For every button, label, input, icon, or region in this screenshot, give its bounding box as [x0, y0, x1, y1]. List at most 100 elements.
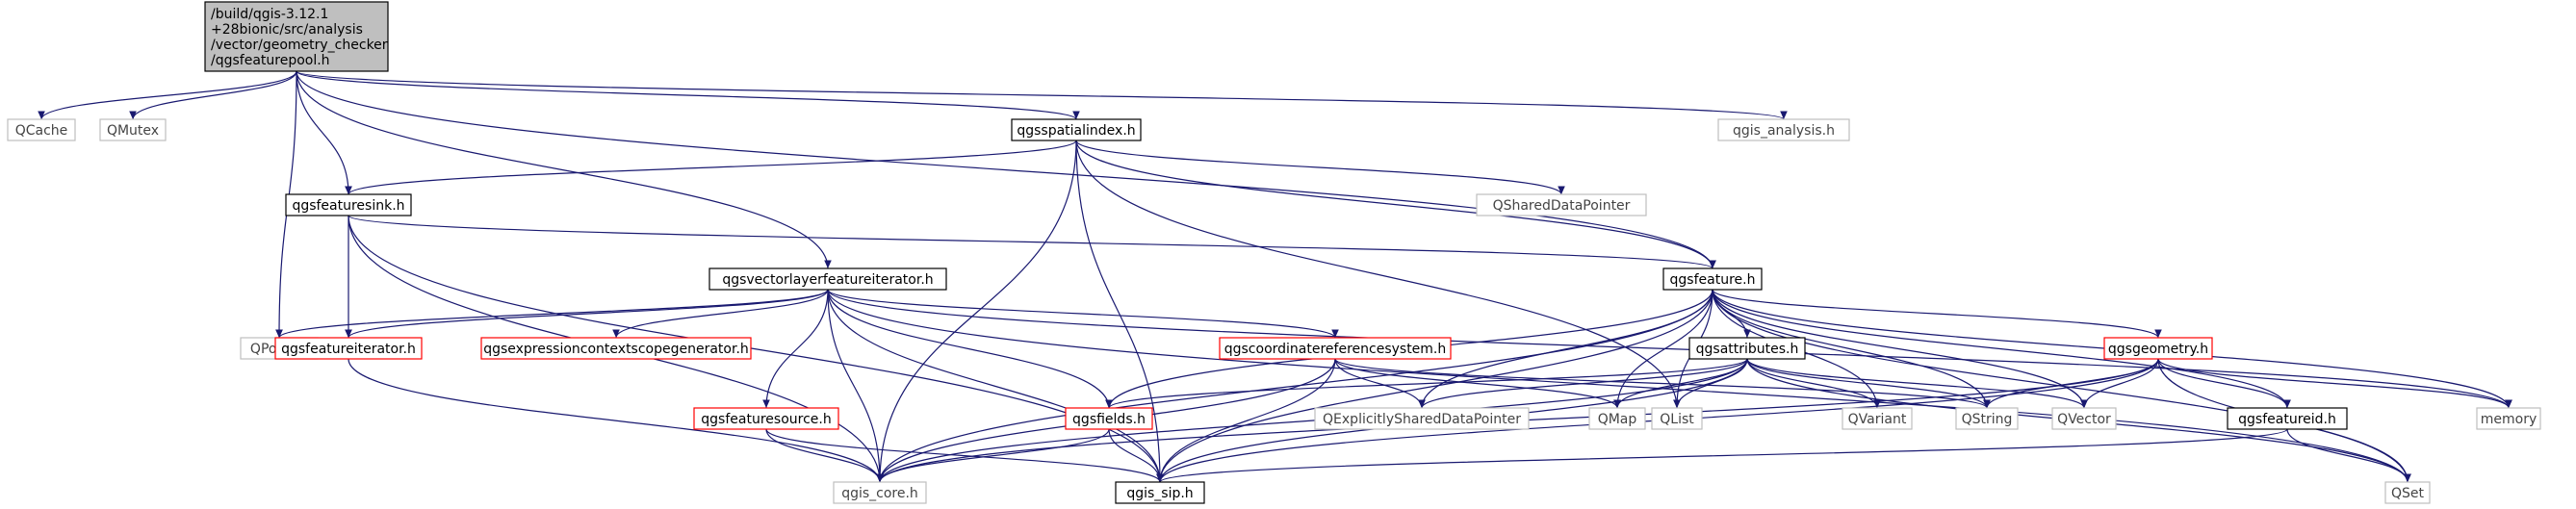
edge-qgsvectorlayerfeatureiterator-to-qgis_core [827, 289, 884, 483]
node-qgsfields[interactable]: qgsfields.h [1065, 407, 1153, 430]
node-qstring[interactable]: QString [1955, 407, 2019, 430]
edge-qgsspatialindex-to-qshareddatapointer [1075, 140, 1565, 195]
node-label: /build/qgis-3.12.1 [211, 7, 328, 22]
edge-qgsspatialindex-to-qlist [1075, 140, 1681, 409]
node-label: qgis_analysis.h [1733, 123, 1835, 139]
edge-qgscoordinatereferencesystem-to-qstring [1334, 358, 1991, 409]
node-qgsspatialindex[interactable]: qgsspatialindex.h [1011, 118, 1142, 141]
edge-qgsfeature-to-qgis_sip [1156, 289, 1713, 483]
node-label: +28bionic/src/analysis [211, 22, 363, 38]
edge-qgscoordinatereferencesystem-to-qexplicitlyshareddatapointer [1334, 358, 1426, 409]
edge-qgsfeaturesink-to-qgsfeature [348, 215, 1716, 269]
node-qshareddatapointer[interactable]: QSharedDataPointer [1476, 193, 1647, 216]
node-box [1588, 407, 1646, 430]
node-qvariant[interactable]: QVariant [1842, 407, 1913, 430]
node-qgsfeatureid[interactable]: qgsfeatureid.h [2227, 407, 2348, 430]
node-label: QString [1962, 412, 2013, 427]
node-qmap[interactable]: QMap [1588, 407, 1646, 430]
node-box [1065, 407, 1153, 430]
node-label: /qgsfeaturepool.h [211, 53, 330, 68]
node-box [1688, 337, 1806, 360]
node-box [285, 193, 412, 216]
edge-qgsfeatureid-to-qgis_sip [1156, 428, 2288, 483]
node-label: qgsfeatureiterator.h [281, 342, 416, 357]
node-label: qgsfeaturesink.h [292, 198, 404, 214]
node-label: QCache [15, 123, 68, 139]
edge-qgsvectorlayerfeatureiterator-to-qset [827, 289, 2411, 483]
node-qcache[interactable]: QCache [7, 118, 76, 141]
node-qgsfeaturesource[interactable]: qgsfeaturesource.h [693, 407, 839, 430]
node-qgsfeaturesink[interactable]: qgsfeaturesink.h [285, 193, 412, 216]
edge-qgsfeatureiterator-to-qgis_core [348, 358, 884, 483]
node-box [7, 118, 76, 141]
dependency-edges [38, 70, 2512, 483]
node-box [1662, 267, 1763, 291]
edge-root-to-qgis_analysis [296, 70, 1788, 120]
node-memory[interactable]: memory [2476, 407, 2541, 430]
node-qgis-core[interactable]: qgis_core.h [833, 481, 927, 504]
edge-qgsfeaturesource-to-qgis_sip [765, 428, 1164, 483]
node-box [1955, 407, 2019, 430]
edge-qgsfeature-to-qgsfeatureid [1712, 289, 2291, 409]
node-box [2476, 407, 2541, 430]
node-label: qgsfields.h [1072, 412, 1146, 427]
edge-qgsvectorlayerfeatureiterator-to-qgsfeatureiterator [345, 289, 829, 339]
node-label: qgsfeatureid.h [2238, 412, 2336, 427]
node-box [1476, 193, 1647, 216]
node-qexplicitlyshareddatapointer[interactable]: QExplicitlySharedDataPointer [1314, 407, 1530, 430]
edge-qgsfeature-to-qmap [1613, 289, 1713, 409]
node-label: qgis_core.h [841, 486, 918, 501]
node-root[interactable]: /build/qgis-3.12.1+28bionic/src/analysis… [204, 1, 389, 72]
edge-qgsvectorlayerfeatureiterator-to-qpointer [275, 289, 829, 339]
node-box [480, 337, 752, 360]
node-qgis-analysis[interactable]: qgis_analysis.h [1717, 118, 1850, 141]
edge-qgsspatialindex-to-qgsfeaturesink [345, 140, 1077, 195]
edge-qgsspatialindex-to-qgis_sip [1075, 140, 1164, 483]
node-label: qgis_sip.h [1126, 486, 1193, 501]
dependency-nodes: /build/qgis-3.12.1+28bionic/src/analysis… [7, 1, 2541, 504]
node-qlist[interactable]: QList [1651, 407, 1703, 430]
edge-qgsvectorlayerfeatureiterator-to-qgis_sip [827, 289, 1164, 483]
node-label: memory [2481, 412, 2537, 427]
node-box [693, 407, 839, 430]
node-label: /vector/geometry_checker [211, 38, 388, 53]
edge-root-to-qgsspatialindex [296, 70, 1080, 120]
node-box [274, 337, 423, 360]
edge-root-to-qgsfeature [296, 70, 1716, 269]
node-label: qgsattributes.h [1696, 342, 1799, 357]
edge-root-to-qgsfeaturesink [296, 70, 352, 195]
node-qgscoordinatereferencesystem[interactable]: qgscoordinatereferencesystem.h [1219, 337, 1452, 360]
edge-qgsspatialindex-to-qgsfeature [1075, 140, 1716, 269]
node-label: QSet [2391, 486, 2425, 501]
edge-root-to-qmutex [129, 70, 297, 120]
node-box [708, 267, 947, 291]
node-label: QExplicitlySharedDataPointer [1323, 412, 1521, 427]
node-qgis-sip[interactable]: qgis_sip.h [1115, 481, 1205, 504]
node-box [1651, 407, 1703, 430]
edge-qgsvectorlayerfeatureiterator-to-memory [827, 289, 2512, 409]
node-qset[interactable]: QSet [2384, 481, 2431, 504]
node-qmutex[interactable]: QMutex [99, 118, 167, 141]
node-qgsgeometry[interactable]: qgsgeometry.h [2103, 337, 2213, 360]
edge-qgsattributes-to-qgsfields [1105, 358, 1748, 409]
node-label: qgsspatialindex.h [1017, 123, 1135, 139]
edge-qgsattributes-to-qgis_core [876, 358, 1748, 483]
edge-qgsfeaturesink-to-qgis_sip [348, 215, 1164, 483]
node-qgsexpressioncontextscopegenerator[interactable]: qgsexpressioncontextscopegenerator.h [480, 337, 752, 360]
node-qgsvectorlayerfeatureiterator[interactable]: qgsvectorlayerfeatureiterator.h [708, 267, 947, 291]
edge-qgsvectorlayerfeatureiterator-to-qgscoordinatereferencesystem [827, 289, 1339, 339]
edge-qgsvectorlayerfeatureiterator-to-qgsfeaturesource [762, 289, 829, 409]
node-qvector[interactable]: QVector [2051, 407, 2117, 430]
edge-qgsfeature-to-qgis_core [876, 289, 1713, 483]
node-box [2227, 407, 2348, 430]
edge-qgsattributes-to-qvariant [1746, 358, 1881, 409]
edge-qgsattributes-to-qmap [1613, 358, 1748, 409]
edge-qgsfields-to-qgis_core [876, 428, 1110, 483]
node-qgsfeatureiterator[interactable]: qgsfeatureiterator.h [274, 337, 423, 360]
node-label: QMutex [107, 123, 159, 139]
node-qgsfeature[interactable]: qgsfeature.h [1662, 267, 1763, 291]
node-box [99, 118, 167, 141]
node-box [1011, 118, 1142, 141]
node-qgsattributes[interactable]: qgsattributes.h [1688, 337, 1806, 360]
